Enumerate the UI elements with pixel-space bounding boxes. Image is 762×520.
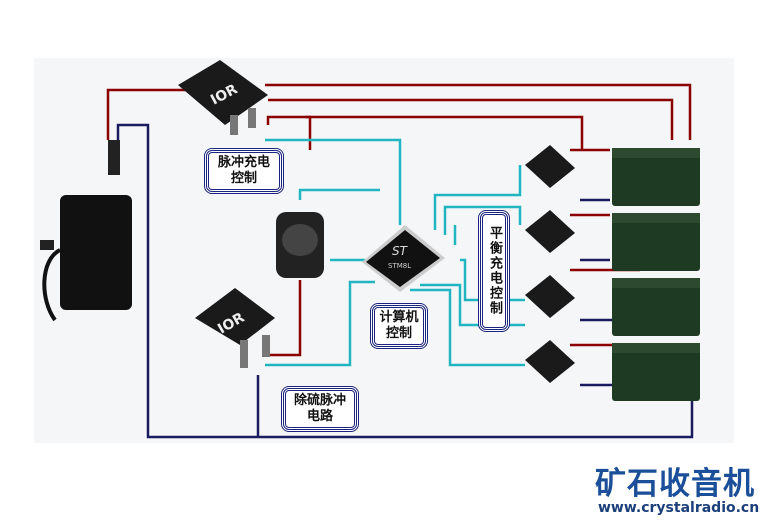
mcu-logo: ST: [392, 244, 409, 258]
balance-mosfet-icons: [525, 145, 575, 383]
battery-icons: [612, 148, 700, 401]
mcu-mark: STM8L: [388, 262, 411, 270]
control-wires: [265, 138, 525, 367]
igbt-bottom-icon: IOR: [195, 288, 275, 368]
power-adapter-icon: [40, 140, 132, 322]
desulfation-label: 除硫脉冲电路: [283, 388, 357, 430]
computer-control-label: 计算机控制: [372, 305, 426, 347]
mcu-chip-icon: ST STM8L: [362, 225, 445, 292]
inductor-icon: [276, 212, 324, 278]
watermark-url: www.crystalradio.cn: [598, 500, 760, 516]
watermark-title: 矿石收音机: [595, 466, 755, 502]
positive-wires: [106, 83, 692, 357]
pulse-charge-label: 脉冲充电控制: [206, 150, 282, 192]
balance-charge-label: 平衡充电控制: [480, 212, 508, 330]
igbt-top-icon: IOR: [178, 60, 268, 135]
